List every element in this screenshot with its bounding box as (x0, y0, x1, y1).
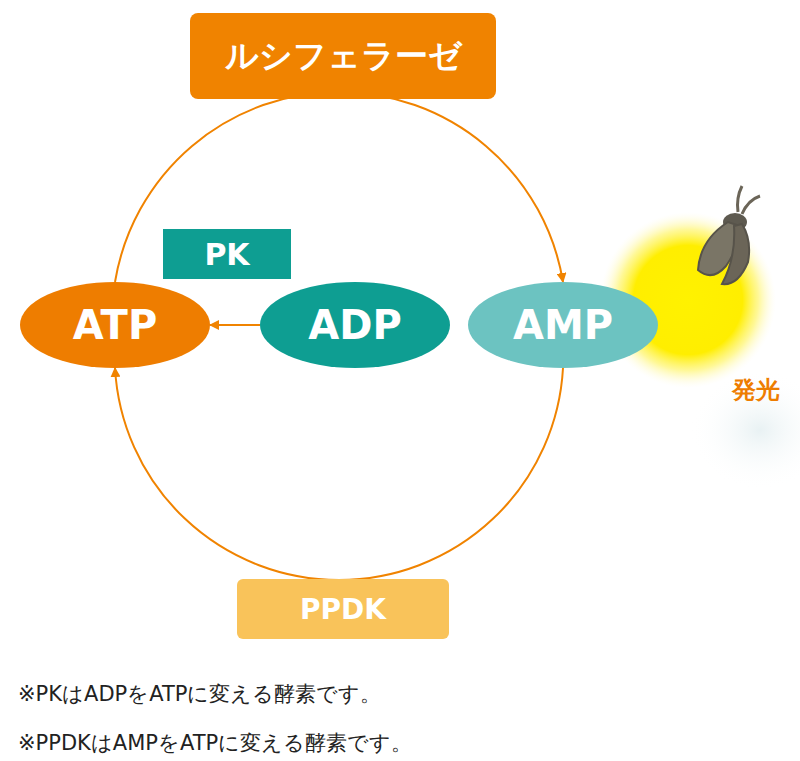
node-text: ルシフェラーゼ (225, 34, 462, 79)
reaction-arrow (115, 92, 563, 282)
node-text: PK (204, 237, 249, 272)
reaction-arrow (115, 368, 563, 580)
light-label: 発光 (732, 374, 780, 406)
node-text: ATP (73, 302, 157, 348)
firefly (698, 186, 760, 284)
node-text: ADP (308, 302, 401, 348)
molecule-ellipse: ATP (20, 282, 210, 368)
node-text: PPDK (300, 593, 386, 626)
reaction-arrow (210, 324, 260, 326)
glow-shadow (690, 370, 800, 490)
molecule-ellipse: AMP (468, 282, 658, 368)
note-text: ※PPDKはAMPをATPに変える酵素です。 (18, 729, 412, 757)
molecule-ellipse: ADP (260, 282, 450, 368)
enzyme-box: ルシフェラーゼ (190, 13, 496, 99)
node-text: AMP (513, 302, 613, 348)
enzyme-box: PPDK (237, 579, 449, 639)
note-text: ※PKはADPをATPに変える酵素です。 (18, 680, 381, 708)
enzyme-box: PK (163, 229, 291, 279)
